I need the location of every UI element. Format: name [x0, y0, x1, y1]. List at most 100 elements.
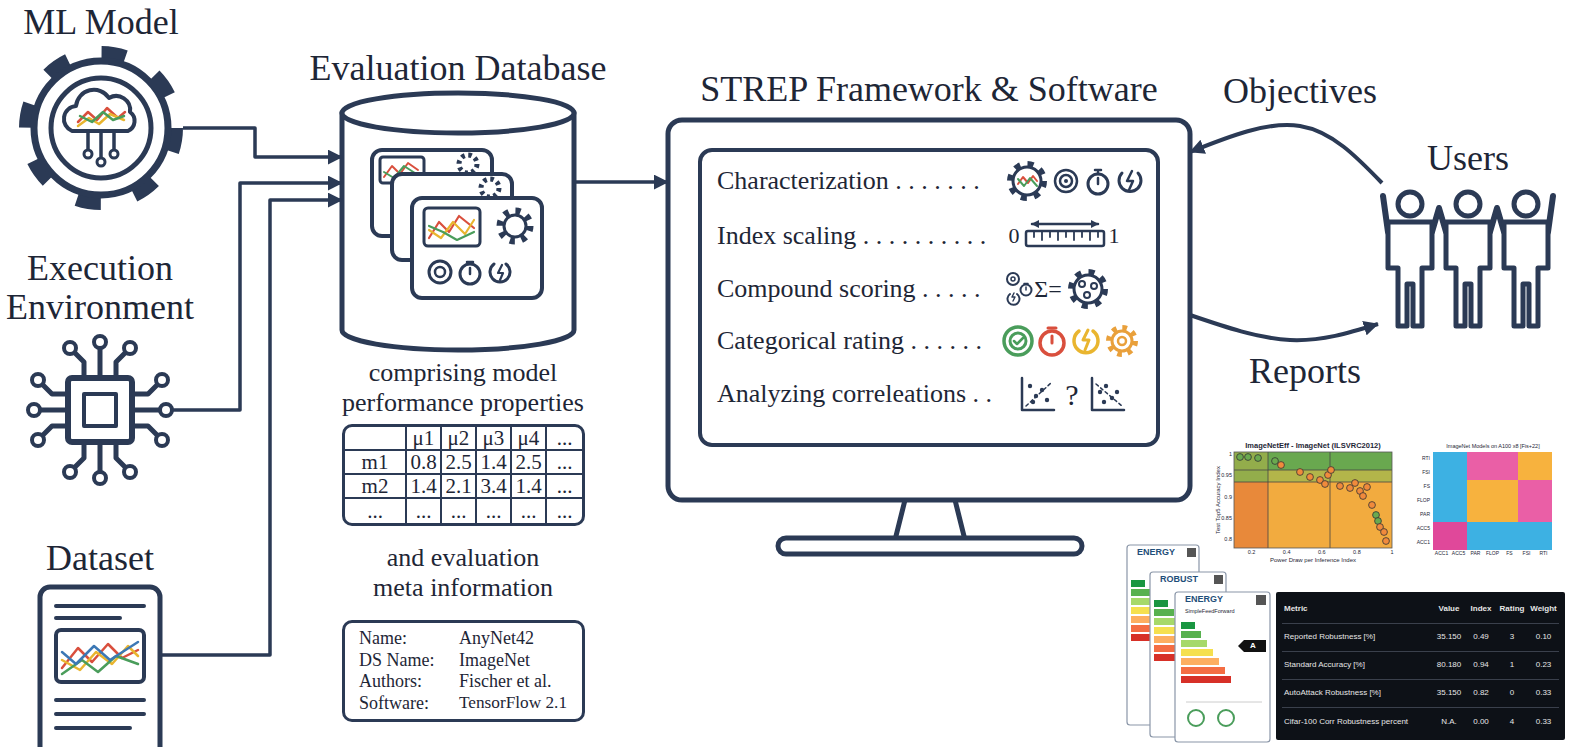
table-cell: 0.23: [1528, 652, 1559, 680]
heatmap-row-label: FS: [1424, 484, 1430, 490]
strep-monitor: STREP Framework & SoftwareCharacterizati…: [668, 120, 1190, 500]
table-cell: ...: [547, 475, 582, 499]
sum-symbol: Σ=: [1034, 276, 1062, 302]
users-node: Users: [1378, 183, 1558, 330]
table-cell: ...: [477, 499, 512, 523]
tick-label: 0.4: [1283, 549, 1291, 555]
scatter-chart: [1234, 452, 1392, 548]
scale-min-label: 0: [1009, 224, 1020, 248]
chip-icon: [124, 466, 136, 478]
heatmap-chart: [1467, 494, 1484, 508]
table-cell: 80.180: [1432, 652, 1466, 680]
users-figures: [1446, 222, 1490, 326]
table-cell: 3.4: [477, 475, 512, 499]
heatmap-chart: [1484, 466, 1501, 480]
node-heading: Dataset: [0, 539, 200, 579]
tick-label: 0.85: [1221, 515, 1232, 521]
heatmap-chart: [1467, 480, 1484, 494]
scatter-chart: [1352, 480, 1359, 487]
users-figures: [1456, 192, 1480, 216]
table-cell: 0.33: [1528, 708, 1559, 736]
database-cylinder: [481, 179, 499, 197]
table-grid: μ1μ2μ3μ4...m10.82.51.42.5...m21.42.13.41…: [345, 427, 582, 523]
monitor-drawing: [700, 150, 1158, 445]
chip-icon: [28, 404, 40, 416]
heatmap-row-label: FSI: [1422, 470, 1430, 476]
tick-label: 1: [1390, 549, 1393, 555]
table-cell: Software:: [357, 693, 457, 715]
database-cylinder: [498, 265, 503, 280]
node-heading: Execution Environment: [0, 249, 207, 328]
energy-label-card: [1175, 592, 1270, 742]
database-cylinder: [500, 211, 530, 241]
rating-badge-letter: A: [1250, 642, 1256, 651]
table-cell: 0.8: [407, 451, 442, 475]
scatter-chart: [1234, 452, 1392, 548]
heatmap-chart: [1518, 508, 1535, 522]
step-icons: [1083, 330, 1089, 350]
tick-label: 0.6: [1318, 549, 1326, 555]
heatmap-chart: [1518, 466, 1535, 480]
ml-model-icon: [34, 61, 168, 195]
energy-label-card: [1131, 580, 1145, 587]
energy-label-card: [1181, 640, 1207, 647]
step-icons: [1010, 333, 1026, 349]
energy-label-card: [1181, 631, 1201, 638]
table-cell: 35.150: [1432, 680, 1466, 708]
card-header: ENERGY: [1185, 595, 1223, 605]
step-icons: [1011, 277, 1015, 281]
heatmap-chart: [1518, 452, 1535, 466]
heatmap-chart: [1501, 536, 1518, 550]
heatmap-chart: [1501, 466, 1518, 480]
heatmap-chart: [1450, 480, 1467, 494]
chip-icon: [94, 472, 106, 484]
heatmap-row-label: ACC1: [1417, 540, 1430, 546]
chart-title: ImageNetEff - ImageNet (ILSVRC2012): [1245, 442, 1380, 450]
heatmap-chart: [1450, 452, 1467, 466]
monitor-drawing: [668, 120, 1190, 500]
ml-model-icon: [27, 54, 175, 202]
database-cylinder: [459, 155, 477, 173]
heatmap-chart: [1467, 452, 1484, 466]
table-cell: ...: [345, 499, 407, 523]
table-cell: μ1: [407, 427, 442, 451]
heatmap-chart: [1535, 452, 1552, 466]
database-cylinder: [342, 93, 574, 133]
step-label: Characterization . . . . . . .: [717, 163, 980, 199]
users-figures: [1398, 192, 1422, 216]
heatmap-chart: [1484, 494, 1501, 508]
energy-label-card: [1131, 589, 1151, 596]
heatmap-chart: [1484, 508, 1501, 522]
users-figures: [1388, 222, 1432, 326]
step-icons: [1109, 328, 1135, 354]
step-icons: [1064, 179, 1068, 183]
monitor-drawing: [778, 538, 1082, 554]
step-icons: [1018, 178, 1037, 186]
table-cell: Fischer et al.: [457, 671, 570, 693]
step-icons: [1115, 390, 1119, 394]
table-cell: N.A.: [1432, 708, 1466, 736]
ml-model-icon: [27, 54, 175, 202]
ml-model-node: ML Model: [19, 46, 183, 210]
chip-icon: [156, 434, 168, 446]
node-heading: Evaluation Database: [268, 49, 648, 89]
table-cell: ...: [442, 499, 477, 523]
energy-label-card: [1238, 640, 1266, 652]
energy-label-card: [1181, 622, 1195, 629]
step-icons: [1091, 283, 1097, 289]
step-icons: [1055, 170, 1077, 192]
tick-label: 0.8: [1224, 536, 1232, 542]
connector-arrow: [172, 183, 342, 410]
database-cylinder: [412, 198, 542, 298]
table-grid: MetricValueIndexRatingWeightReported Rob…: [1276, 592, 1565, 740]
table-cell: ...: [547, 499, 582, 523]
execution-environment-node: Execution Environment: [28, 336, 172, 484]
scatter-chart: [1322, 481, 1329, 488]
ml-model-icon: [78, 114, 124, 126]
table-cell: Cifar-100 Corr Robustness percent: [1282, 708, 1432, 736]
step-icons: [1098, 384, 1119, 404]
table-cell: 1: [1496, 652, 1528, 680]
card-header: ROBUST: [1160, 575, 1198, 585]
step-icons: [1074, 331, 1098, 353]
